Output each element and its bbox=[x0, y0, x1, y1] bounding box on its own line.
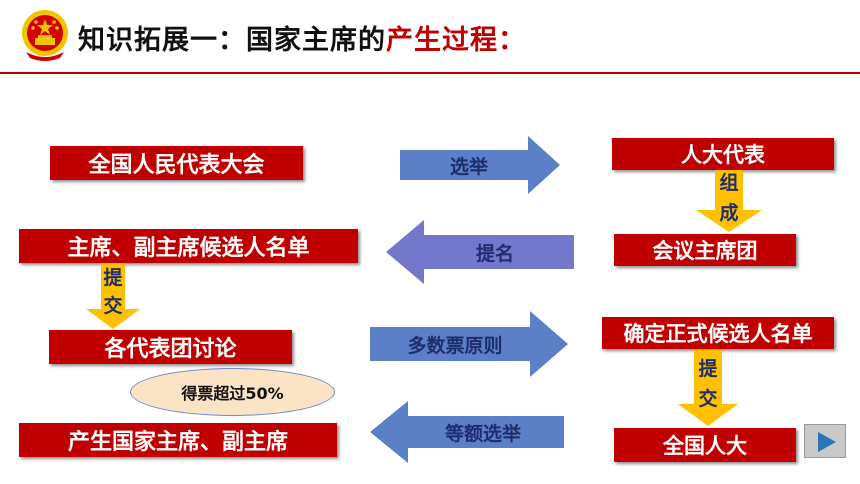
arrow-elect: 选举 bbox=[400, 136, 560, 194]
arrow-majority: 多数票原则 bbox=[370, 311, 568, 377]
arrow-equal-election: 等额选举 bbox=[370, 401, 564, 463]
box-candidate-list: 主席、副主席候选人名单 bbox=[19, 229, 358, 263]
box-delegation-discussion: 各代表团讨论 bbox=[49, 330, 292, 364]
play-icon bbox=[818, 432, 836, 452]
arrow-equal-election-label: 等额选举 bbox=[444, 422, 521, 445]
arrow-elect-label: 选举 bbox=[449, 155, 488, 178]
arrow-majority-label: 多数票原则 bbox=[407, 334, 503, 357]
box-presidium: 会议主席团 bbox=[614, 234, 796, 266]
next-slide-button[interactable] bbox=[804, 424, 846, 458]
down-arrow-form-char1: 组 bbox=[719, 172, 739, 194]
title-divider bbox=[0, 72, 860, 74]
down-arrow-submit-right: 提 交 bbox=[678, 350, 738, 426]
vote-threshold-note: 得票超过50% bbox=[130, 368, 335, 416]
box-national-peoples-congress: 全国人民代表大会 bbox=[50, 146, 303, 180]
down-arrow-form-char2: 成 bbox=[719, 202, 739, 224]
box-formal-candidates: 确定正式候选人名单 bbox=[602, 317, 834, 349]
national-emblem-icon bbox=[20, 8, 70, 64]
box-npc-deputies: 人大代表 bbox=[612, 138, 834, 170]
down-arrow-submit-left-char1: 提 bbox=[103, 267, 123, 289]
arrow-nominate-label: 提名 bbox=[475, 242, 514, 265]
down-arrow-submit-left-char2: 交 bbox=[103, 295, 123, 317]
down-arrow-submit-left: 提 交 bbox=[86, 263, 140, 329]
page-title: 知识拓展一：国家主席的产生过程： bbox=[78, 25, 526, 56]
box-result: 产生国家主席、副主席 bbox=[19, 423, 337, 457]
title-highlight: 产生过程： bbox=[386, 25, 526, 56]
down-arrow-form: 组 成 bbox=[696, 170, 762, 232]
box-npc-short: 全国人大 bbox=[614, 428, 796, 462]
arrow-nominate: 提名 bbox=[386, 220, 574, 284]
down-arrow-submit-right-char1: 提 bbox=[698, 358, 718, 380]
down-arrow-submit-right-char2: 交 bbox=[698, 388, 718, 410]
